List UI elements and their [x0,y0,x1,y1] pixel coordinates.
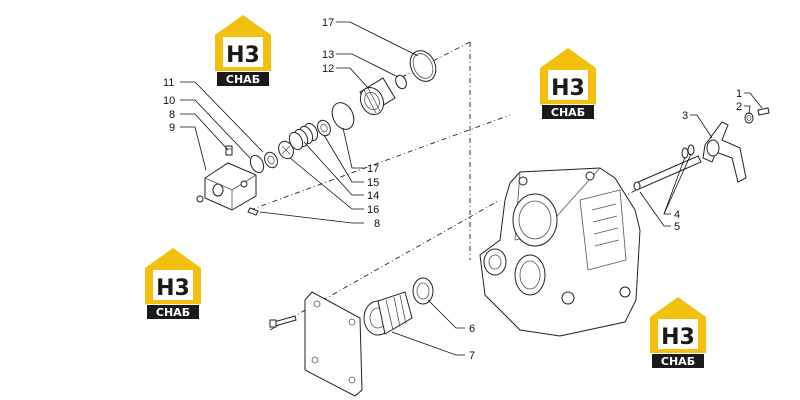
logo-monogram: H3 [226,43,260,68]
valve-disc-16 [278,140,294,160]
washer-2 [744,112,754,124]
cover-plate [304,291,363,397]
logo-name: СНАБ [551,106,585,119]
callout-15: 15 [367,177,379,189]
valve-body-9 [204,162,257,211]
callout-14: 14 [367,190,379,202]
callout-12: 12 [322,63,334,75]
callout-4: 4 [674,209,680,221]
seal-ring-17 [331,102,355,130]
leader-lines [180,21,763,356]
callout-13: 13 [322,49,334,61]
spring-14 [288,122,319,151]
seal-ring-17-top [409,50,437,82]
bolt [269,315,297,328]
callout-1: 1 [736,88,742,100]
bearing-6 [412,277,434,305]
logo-monogram: H3 [661,325,695,350]
logo-name: СНАБ [226,73,260,86]
shift-fork-3 [702,121,747,183]
callout-8: 8 [374,218,380,230]
callout-9: 9 [169,122,175,134]
shift-rod-5 [633,155,702,191]
callout-11: 11 [163,77,174,89]
callout-6: 6 [469,323,475,335]
seat-11 [264,151,278,169]
callout-10: 10 [163,95,175,107]
callout-2: 2 [736,101,742,113]
ring-10 [249,154,265,174]
callout-8: 8 [169,109,175,121]
logo-name: СНАБ [156,306,190,319]
ring-4 [681,144,695,159]
callout-16: 16 [367,204,379,216]
gearbox-housing [479,167,641,337]
logo-monogram: H3 [156,276,190,301]
screw-8 [196,195,204,203]
screw-1 [757,107,770,116]
callout-17: 17 [322,17,334,29]
shaft-gear-7 [363,291,413,336]
logo-name: СНАБ [661,355,695,368]
logo-monogram: H3 [551,76,585,101]
callout-3: 3 [682,110,688,122]
plug-12 [359,74,407,116]
screw-8 [247,207,259,216]
brand-logo: H3 СНАБ [215,15,271,86]
brand-logo: H3 СНАБ [145,248,201,319]
callouts: 17 13 12 11 10 8 9 17 15 14 16 8 1 2 3 4… [163,17,742,362]
washer-15 [317,119,331,137]
callout-17: 17 [367,163,379,175]
brand-logo: H3 СНАБ [650,297,706,368]
callout-7: 7 [469,350,475,362]
callout-5: 5 [674,221,680,233]
screw-8 [225,145,233,156]
brand-logo: H3 СНАБ [540,48,596,119]
